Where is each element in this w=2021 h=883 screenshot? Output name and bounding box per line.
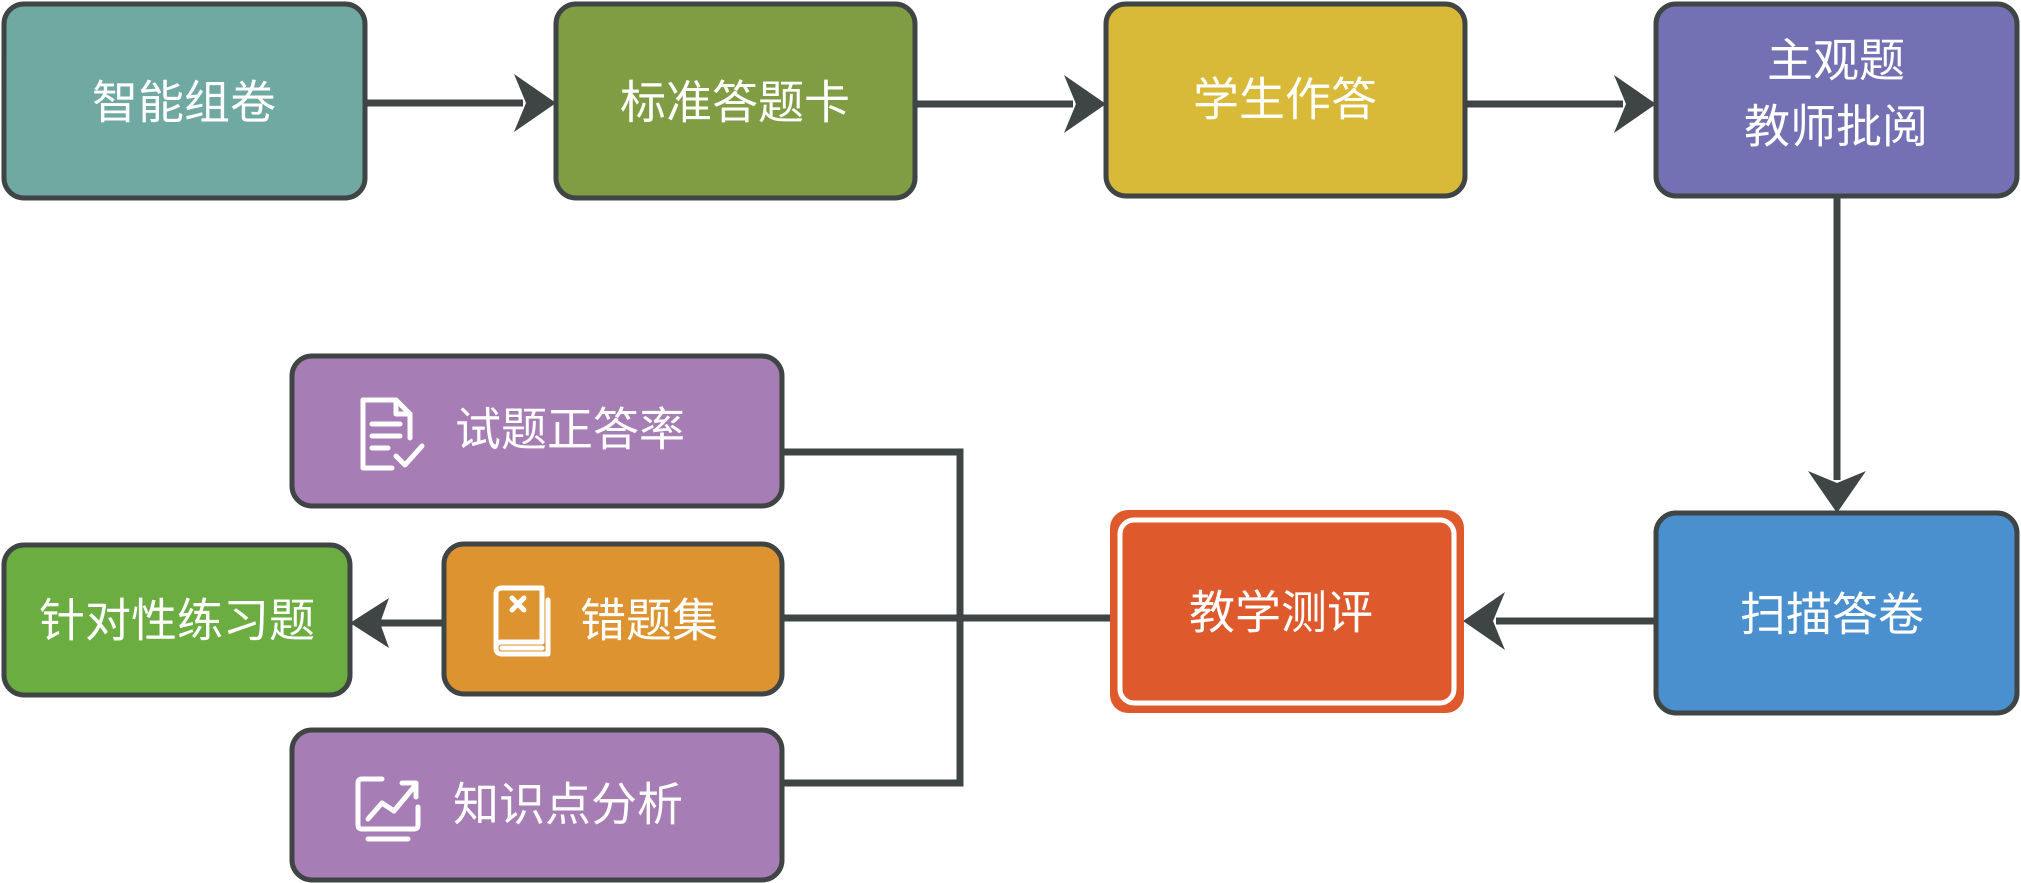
node-student-answer-box xyxy=(1103,1,1468,199)
node-subjective-grading: 主观题 教师批阅 xyxy=(1653,1,2020,199)
node-subjective-grading-box xyxy=(1653,1,2020,199)
node-scan-papers-label: 扫描答卷 xyxy=(1740,588,1924,642)
node-targeted-practice: 针对性练习题 xyxy=(1,542,353,698)
arrowhead-eval xyxy=(1463,592,1505,650)
node-teaching-eval-inner xyxy=(1117,517,1457,706)
connector-bracket xyxy=(782,448,964,787)
node-scan-papers: 扫描答卷 xyxy=(1653,510,2020,716)
node-targeted-practice-box xyxy=(1,542,353,698)
node-wrong-questions-label: 错题集 xyxy=(580,594,718,648)
node-answer-card: 标准答题卡 xyxy=(553,1,918,201)
node-correct-rate-box xyxy=(289,353,785,509)
node-targeted-practice-label: 针对性练习题 xyxy=(39,594,315,648)
node-teaching-eval-label: 教学测评 xyxy=(1189,586,1373,640)
node-subjective-grading-line1: 主观题 xyxy=(1767,34,1905,88)
arrowhead-card xyxy=(514,74,556,132)
arrowhead-answer xyxy=(1064,75,1106,133)
node-smart-compose-label: 智能组卷 xyxy=(92,76,276,130)
node-subjective-grading-line2: 教师批阅 xyxy=(1744,100,1928,154)
node-knowledge-analysis-box xyxy=(289,727,785,883)
node-smart-compose: 智能组卷 xyxy=(1,1,368,201)
arrowhead-practice xyxy=(350,598,389,648)
node-answer-card-label: 标准答题卡 xyxy=(620,76,850,130)
node-answer-card-box xyxy=(553,1,918,201)
node-wrong-questions: 错题集 xyxy=(441,541,785,697)
node-correct-rate: 试题正答率 xyxy=(289,353,785,509)
node-correct-rate-label: 试题正答率 xyxy=(455,403,685,457)
node-smart-compose-box xyxy=(1,1,368,201)
arrowhead-grading xyxy=(1614,75,1656,133)
node-knowledge-analysis-label: 知识点分析 xyxy=(453,778,683,832)
node-knowledge-analysis: 知识点分析 xyxy=(289,727,785,883)
node-teaching-eval: 教学测评 xyxy=(1110,510,1464,713)
connectors xyxy=(350,74,1866,787)
node-scan-papers-box xyxy=(1653,510,2020,716)
book-icon xyxy=(493,585,551,657)
node-student-answer-label: 学生作答 xyxy=(1193,73,1377,127)
arrowhead-scan xyxy=(1808,471,1866,513)
node-student-answer: 学生作答 xyxy=(1103,1,1468,199)
document-check-icon xyxy=(360,397,425,471)
trend-chart-icon xyxy=(355,776,421,842)
